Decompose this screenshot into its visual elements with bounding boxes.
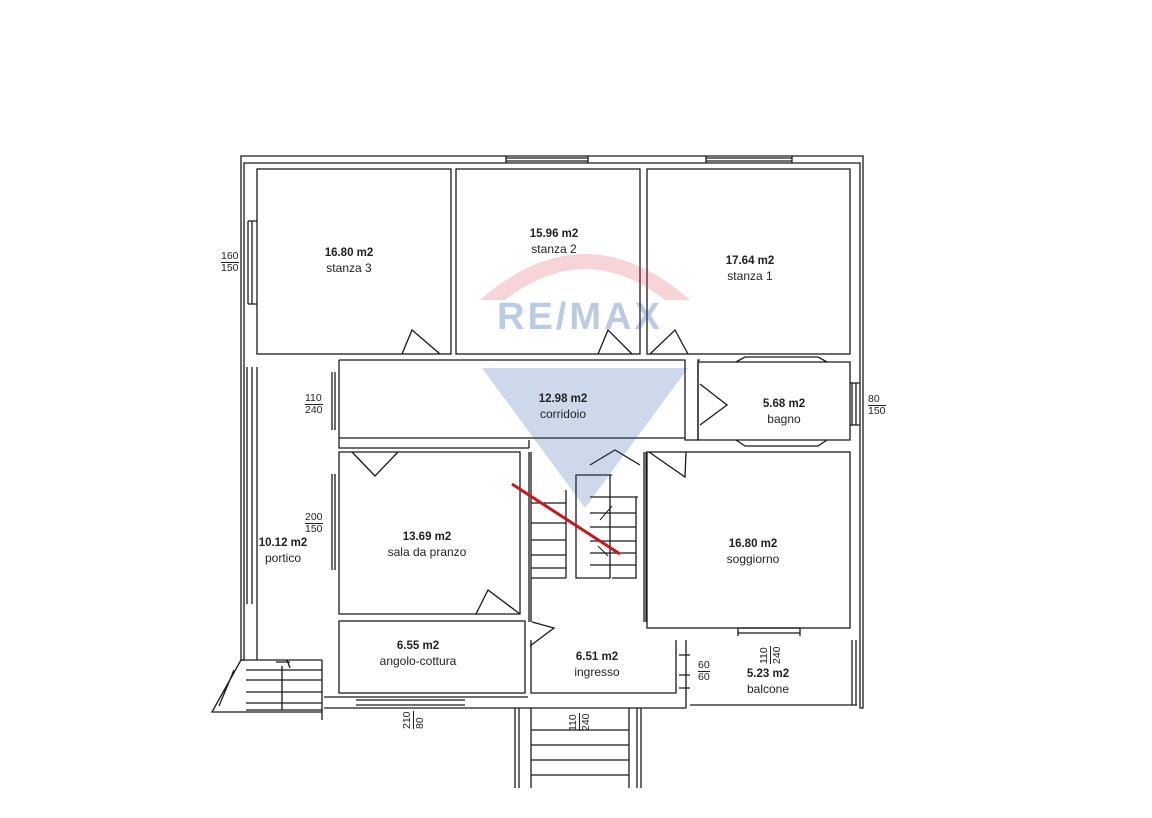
room-name: stanza 2	[531, 241, 577, 256]
remax-logo-text: RE/MAX	[497, 296, 663, 338]
dim-window-balcone-door: 110 240	[758, 646, 783, 664]
room-label-ingresso: 6.51 m2 ingresso	[574, 651, 619, 679]
room-name: sala da pranzo	[387, 544, 467, 559]
room-label-stanza2: 15.96 m2 stanza 2	[530, 228, 579, 256]
room-area: 17.64 m2	[725, 255, 775, 267]
door-stanza2	[597, 328, 633, 355]
window-left-pranzo	[331, 474, 336, 570]
room-label-stanza1: 17.64 m2 stanza 1	[726, 255, 775, 283]
room-label-corridoio: 12.98 m2 corridoio	[539, 393, 588, 421]
door-stair-upper	[589, 449, 641, 466]
room-area: 5.23 m2	[746, 668, 790, 680]
dim-window-cottura: 210 80	[401, 711, 426, 729]
room-name: portico	[264, 550, 302, 565]
room-area: 6.55 m2	[396, 640, 440, 652]
window-right-bagno	[850, 382, 860, 426]
room-label-stanza3: 16.80 m2 stanza 3	[325, 247, 374, 275]
room-bagno-outline	[697, 361, 851, 441]
room-stanza3-outline	[256, 168, 452, 355]
room-area: 6.51 m2	[575, 651, 619, 663]
room-label-bagno: 5.68 m2 bagno	[763, 398, 805, 426]
stair-core	[528, 452, 647, 622]
room-label-cottura: 6.55 m2 angolo-cottura	[380, 640, 457, 668]
room-name: stanza 3	[326, 260, 372, 275]
dim-window-stanza3: 160 150	[221, 250, 239, 274]
room-ingresso-outline	[530, 640, 677, 694]
door-cottura	[475, 589, 521, 615]
room-name: angolo-cottura	[379, 653, 457, 668]
room-label-balcone: 5.23 m2 balcone	[747, 668, 789, 696]
door-pranzo	[351, 451, 399, 477]
dim-window-bagno: 80 150	[868, 393, 886, 417]
dim-door-ingresso: 110 240	[567, 713, 592, 731]
room-name: stanza 1	[727, 268, 773, 283]
room-area: 16.80 m2	[324, 247, 374, 259]
door-soggiorno	[648, 451, 687, 479]
door-bagno	[699, 383, 729, 426]
room-area: 10.12 m2	[258, 537, 308, 549]
window-left-corridoio	[331, 372, 336, 430]
window-bottom-cottura	[356, 699, 465, 706]
room-label-pranzo: 13.69 m2 sala da pranzo	[388, 531, 467, 559]
room-area: 15.96 m2	[529, 228, 579, 240]
dim-window-corridoio: 110 240	[305, 392, 323, 416]
room-corridoio-outline	[338, 359, 700, 441]
stair-steps	[531, 474, 638, 579]
room-stanza1-outline	[646, 168, 851, 355]
room-area: 13.69 m2	[402, 531, 452, 543]
dim-window-pranzo: 200 150	[305, 511, 323, 535]
room-stanza2-outline	[455, 168, 641, 355]
portico-stairs	[210, 659, 322, 713]
door-stanza3	[401, 328, 441, 355]
room-portico-outline	[246, 367, 323, 720]
room-label-soggiorno: 16.80 m2 soggiorno	[727, 538, 780, 566]
door-stanza1	[649, 328, 689, 355]
room-area: 12.98 m2	[538, 393, 588, 405]
window-bottom-soggiorno	[737, 627, 801, 636]
stair-red-mark	[511, 482, 621, 556]
dim-window-small: 60 60	[698, 659, 710, 683]
room-area: 16.80 m2	[728, 538, 778, 550]
room-name: balcone	[746, 681, 790, 696]
window-left-stanza3	[247, 220, 257, 305]
room-area: 5.68 m2	[762, 398, 806, 410]
room-name: bagno	[767, 411, 801, 426]
room-label-portico: 10.12 m2 portico	[259, 537, 308, 565]
room-name: corridoio	[539, 406, 587, 421]
window-top-2	[705, 156, 793, 163]
window-top-1	[505, 156, 589, 163]
door-ingresso	[529, 621, 556, 647]
room-name: ingresso	[574, 664, 620, 679]
room-cottura-outline	[338, 620, 526, 694]
entrance-stairs	[514, 708, 642, 788]
room-name: soggiorno	[726, 551, 780, 566]
